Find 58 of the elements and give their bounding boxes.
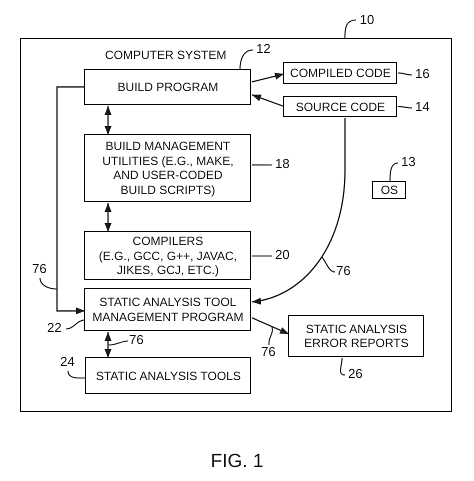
leader-line (344, 19, 356, 38)
reference-numeral: 22 (43, 320, 66, 336)
arrow (252, 118, 346, 304)
box-label: OS (380, 183, 398, 198)
double-headed-arrow (104, 332, 112, 358)
box-label: SOURCE CODE (296, 100, 386, 114)
leader-line (67, 370, 86, 379)
box-label: STATIC ANALYSIS TOOLS (96, 368, 241, 384)
box-label: STATIC ANALYSIS TOOL MANAGEMENT PROGRAM (91, 295, 244, 324)
box-label: COMPILED CODE (290, 66, 391, 81)
component-box (84, 134, 252, 202)
leader-line (389, 162, 398, 182)
leader-line (239, 49, 254, 70)
reference-numeral: 76 (127, 332, 146, 348)
reference-numeral: 24 (56, 354, 78, 370)
reference-numeral: 16 (411, 66, 434, 82)
arrow (56, 86, 85, 314)
leader-line (398, 106, 412, 109)
reference-numeral: 10 (356, 12, 378, 28)
component-box (283, 62, 398, 84)
leader-line (322, 256, 336, 273)
box-label: STATIC ANALYSIS ERROR REPORTS (303, 322, 410, 351)
reference-numeral: 12 (252, 41, 274, 58)
reference-numeral: 20 (271, 247, 294, 264)
leader-line (39, 278, 57, 290)
component-box (283, 96, 398, 118)
box-label: (E.G., GCC, G++, JAVAC, JIKES, GCJ, ETC.) (98, 248, 238, 278)
leader-line (66, 319, 86, 330)
leader-line (398, 72, 412, 76)
component-box (372, 181, 406, 200)
leader-line (108, 340, 128, 346)
reference-numeral: 26 (344, 366, 366, 382)
frame-heading: COMPUTER SYSTEM (105, 47, 226, 63)
double-headed-arrow (104, 203, 112, 232)
arrow (252, 94, 284, 108)
arrow (252, 72, 284, 83)
component-box (84, 288, 252, 332)
component-box (84, 231, 252, 280)
system-frame (20, 38, 452, 412)
component-box (288, 315, 424, 358)
double-headed-arrow (104, 106, 112, 135)
figure-caption: FIG. 1 (210, 451, 264, 473)
leader-line (268, 326, 273, 346)
box-label: BUILD PROGRAM (118, 80, 218, 95)
reference-numeral: 76 (259, 344, 278, 360)
arrow (252, 317, 290, 335)
component-box (85, 357, 252, 394)
component-box (84, 69, 252, 106)
reference-numeral: 76 (30, 261, 48, 278)
leader-line (252, 255, 272, 257)
leader-line (252, 164, 272, 166)
reference-numeral: 14 (411, 99, 434, 116)
reference-numeral: 13 (397, 154, 420, 170)
box-label: COMPILERS (132, 234, 204, 249)
reference-numeral: 76 (334, 263, 352, 280)
box-label: BUILD MANAGEMENT UTILITIES (E.G., MAKE, AND USER-CODED BUILD SCRIPTS) (101, 139, 235, 198)
reference-numeral: 18 (271, 156, 294, 172)
leader-line (340, 358, 346, 376)
